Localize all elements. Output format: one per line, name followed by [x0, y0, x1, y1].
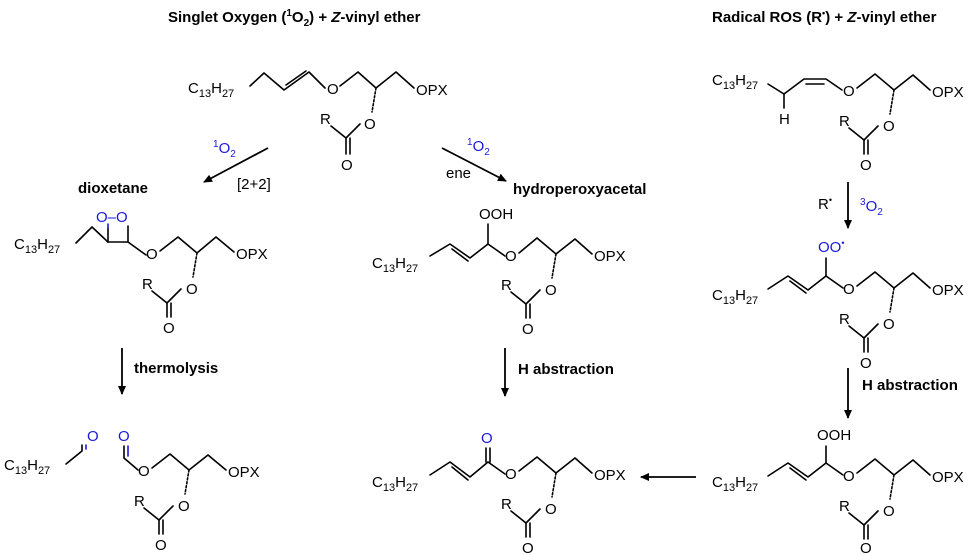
carbonyl-oxygen: O [860, 157, 872, 174]
ether-oxygen: O [843, 281, 855, 298]
ester-oxygen: O [186, 281, 198, 298]
opx-label: OPX [932, 469, 964, 486]
carbonyl-oxygen: O [163, 320, 175, 337]
ether-oxygen: O [843, 468, 855, 485]
radical-reagent: R• [818, 195, 832, 213]
h-abstraction-label-middle: H abstraction [518, 361, 614, 378]
ester-oxygen: O [883, 118, 895, 135]
hydroperoxyacetal-structure: C13H27 OOH O OPX O R O [372, 206, 626, 338]
c13h27-label: C13H27 [372, 474, 418, 494]
opx-label: OPX [932, 84, 964, 101]
dioxetane-label: dioxetane [78, 180, 148, 197]
formate-carbonyl-oxygen: O [118, 428, 130, 445]
r-group: R [320, 111, 331, 128]
ester-oxygen: O [883, 316, 895, 333]
formate-ester-product: O O OPX O R O [118, 428, 260, 554]
aldehyde-product: C13H27 O [4, 428, 99, 477]
carbonyl-oxygen: O [860, 355, 872, 372]
carbonyl-oxygen: O [341, 157, 353, 174]
c13h27-label: C13H27 [14, 236, 60, 256]
carbonyl-oxygen: O [155, 537, 167, 554]
opx-label: OPX [236, 246, 268, 263]
carbonyl-oxygen: O [860, 540, 872, 555]
thermolysis-label: thermolysis [134, 360, 218, 377]
ether-oxygen: O [505, 248, 517, 265]
r-group: R [142, 276, 153, 293]
ester-oxygen: O [364, 116, 376, 133]
c13h27-label: C13H27 [4, 457, 50, 477]
hydroperoxy-group: OOH [479, 206, 513, 223]
ether-oxygen: O [843, 83, 855, 100]
ester-oxygen: O [883, 503, 895, 520]
carbonyl-oxygen: O [522, 540, 534, 555]
cycloaddition-label: [2+2] [237, 176, 271, 193]
enoate-carbonyl-oxygen: O [481, 430, 493, 447]
acyl-oxygen: O [545, 501, 557, 518]
ene-label: ene [446, 165, 471, 182]
r-group: R [839, 113, 850, 130]
c13h27-label: C13H27 [372, 255, 418, 275]
carbonyl-oxygen: O [522, 321, 534, 338]
opx-label: OPX [932, 282, 964, 299]
singlet-oxygen-reagent-left: 1O2 [213, 139, 236, 160]
r-group: R [501, 277, 512, 294]
aldehyde-oxygen: O [87, 428, 99, 445]
c13h27-label: C13H27 [712, 474, 758, 494]
hydroperoxyacetal-right-structure: C13H27 OOH O OPX O R O [712, 427, 964, 555]
enoate-ester-product: C13H27 O O OPX O R O [372, 430, 626, 555]
hydroperoxyacetal-label: hydroperoxyacetal [513, 181, 646, 198]
triplet-oxygen-reagent: 3O2 [860, 197, 883, 218]
hydroperoxy-group: OOH [817, 427, 851, 444]
ether-oxygen: O [327, 81, 339, 98]
ester-oxygen: O [138, 463, 150, 480]
r-group: R [839, 498, 850, 515]
peroxyl-group: OO• [818, 238, 845, 256]
ether-oxygen: O [146, 246, 158, 263]
c13h27-label: C13H27 [188, 80, 234, 100]
dioxetane-o-o: O–O [96, 209, 128, 226]
r-group: R [134, 493, 145, 510]
c13h27-label: C13H27 [712, 72, 758, 92]
opx-label: OPX [416, 82, 448, 99]
opx-label: OPX [594, 467, 626, 484]
h-abstraction-label-right: H abstraction [862, 377, 958, 394]
acyl-oxygen: O [178, 498, 190, 515]
z-vinyl-ether-structure: C13H27 O OPX O R O [188, 70, 448, 174]
ester-oxygen: O [505, 466, 517, 483]
r-group: R [501, 496, 512, 513]
heading-singlet-oxygen: Singlet Oxygen (1O2) + Z-vinyl ether [168, 8, 421, 29]
arrow-to-hydroperoxyacetal [441, 147, 507, 182]
c13h27-label: C13H27 [712, 287, 758, 307]
opx-label: OPX [594, 248, 626, 265]
heading-radical-ros: Radical ROS (R•) + Z-vinyl ether [712, 8, 937, 26]
r-group: R [839, 311, 850, 328]
ester-oxygen: O [545, 282, 557, 299]
opx-label: OPX [228, 464, 260, 481]
arrow-to-dioxetane [203, 147, 269, 183]
z-vinyl-ether-radical-structure: C13H27 H O OPX O R O [712, 72, 964, 174]
peroxyl-radical-structure: C13H27 OO• O OPX O R O [712, 238, 964, 372]
singlet-oxygen-reagent-right: 1O2 [467, 137, 490, 158]
allylic-hydrogen: H [779, 111, 790, 128]
dioxetane-structure: C13H27 O–O O OPX O R O [14, 209, 268, 337]
